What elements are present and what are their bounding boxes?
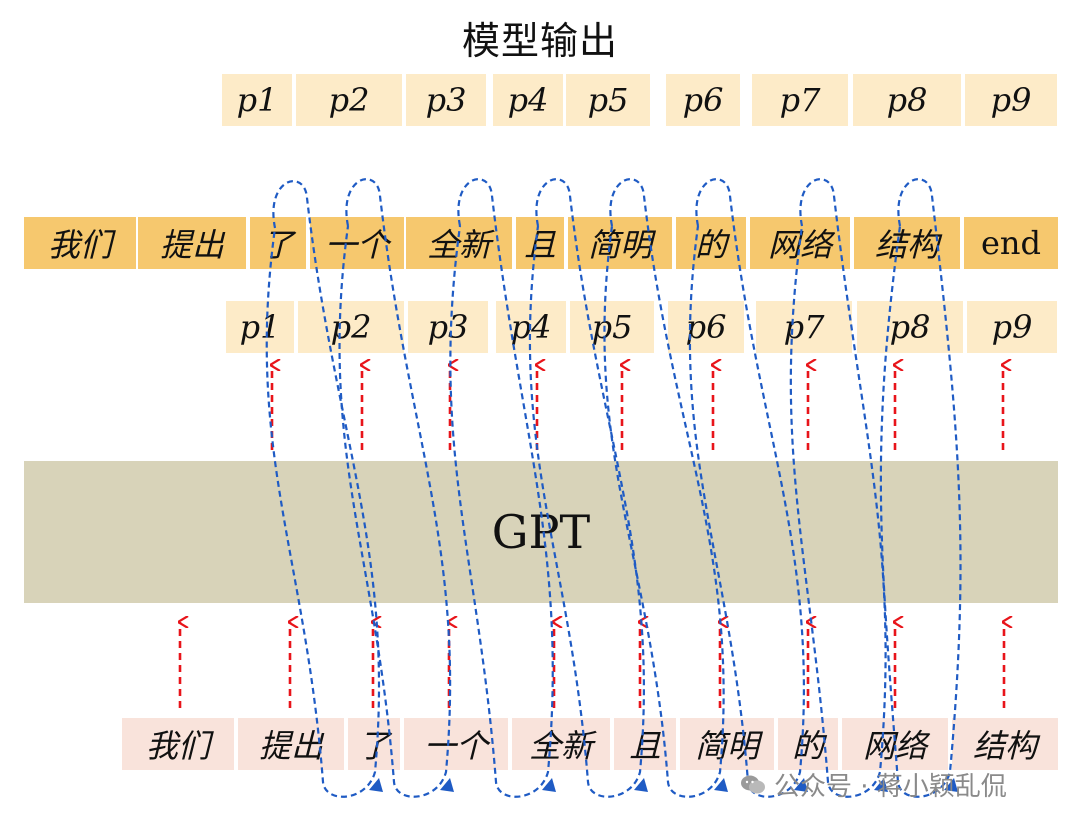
position-cell: p2 bbox=[298, 301, 404, 353]
wechat-icon bbox=[741, 775, 765, 793]
position-cell: p5 bbox=[570, 301, 654, 353]
output-token-cell: 一个 bbox=[310, 217, 404, 269]
output-position-cell: p2 bbox=[296, 74, 402, 126]
loop-arrowhead bbox=[369, 778, 383, 792]
output-position-cell: p7 bbox=[752, 74, 848, 126]
output-position-cell: p9 bbox=[965, 74, 1057, 126]
gpt-block: GPT bbox=[24, 461, 1058, 603]
loop-arrowhead bbox=[714, 778, 728, 792]
output-token-cell: 我们 bbox=[24, 217, 136, 269]
input-token-cell: 的 bbox=[778, 718, 838, 770]
output-position-cell: p1 bbox=[222, 74, 292, 126]
position-cell: p1 bbox=[226, 301, 294, 353]
end-token-cell: end bbox=[964, 217, 1058, 269]
output-arrows bbox=[272, 365, 1003, 450]
output-token-cell: 了 bbox=[250, 217, 306, 269]
output-position-cell: p5 bbox=[566, 74, 650, 126]
output-token-cell: 的 bbox=[676, 217, 746, 269]
output-position-cell: p4 bbox=[493, 74, 563, 126]
position-cell: p8 bbox=[857, 301, 963, 353]
input-token-cell: 全新 bbox=[512, 718, 610, 770]
input-token-cell: 提出 bbox=[238, 718, 344, 770]
position-cell: p9 bbox=[967, 301, 1057, 353]
output-token-cell: 简明 bbox=[568, 217, 672, 269]
watermark-text: 公众号 · 蒋小颖乱侃 bbox=[774, 772, 1007, 802]
diagram-title: 模型输出 bbox=[461, 19, 618, 63]
output-position-cell: p8 bbox=[853, 74, 961, 126]
position-cell: p3 bbox=[408, 301, 488, 353]
input-token-cell: 我们 bbox=[122, 718, 234, 770]
output-token-cell: 网络 bbox=[750, 217, 850, 269]
input-token-cell: 简明 bbox=[680, 718, 774, 770]
loop-arrowhead bbox=[440, 778, 454, 792]
position-cell: p6 bbox=[668, 301, 744, 353]
loop-arrowhead bbox=[634, 778, 648, 792]
input-token-cell: 了 bbox=[348, 718, 400, 770]
input-token-cell: 一个 bbox=[404, 718, 508, 770]
output-position-cell: p6 bbox=[666, 74, 740, 126]
input-arrows bbox=[180, 622, 1004, 708]
input-token-cell: 且 bbox=[614, 718, 676, 770]
output-token-cell: 且 bbox=[516, 217, 564, 269]
loop-arrowhead bbox=[542, 778, 556, 792]
input-token-cell: 网络 bbox=[842, 718, 948, 770]
position-cell: p4 bbox=[496, 301, 566, 353]
output-token-cell: 提出 bbox=[138, 217, 246, 269]
watermark: 公众号 · 蒋小颖乱侃 bbox=[740, 766, 1007, 803]
output-position-cell: p3 bbox=[406, 74, 486, 126]
input-token-cell: 结构 bbox=[952, 718, 1058, 770]
position-cell: p7 bbox=[756, 301, 852, 353]
output-token-cell: 结构 bbox=[854, 217, 960, 269]
output-token-cell: 全新 bbox=[406, 217, 512, 269]
